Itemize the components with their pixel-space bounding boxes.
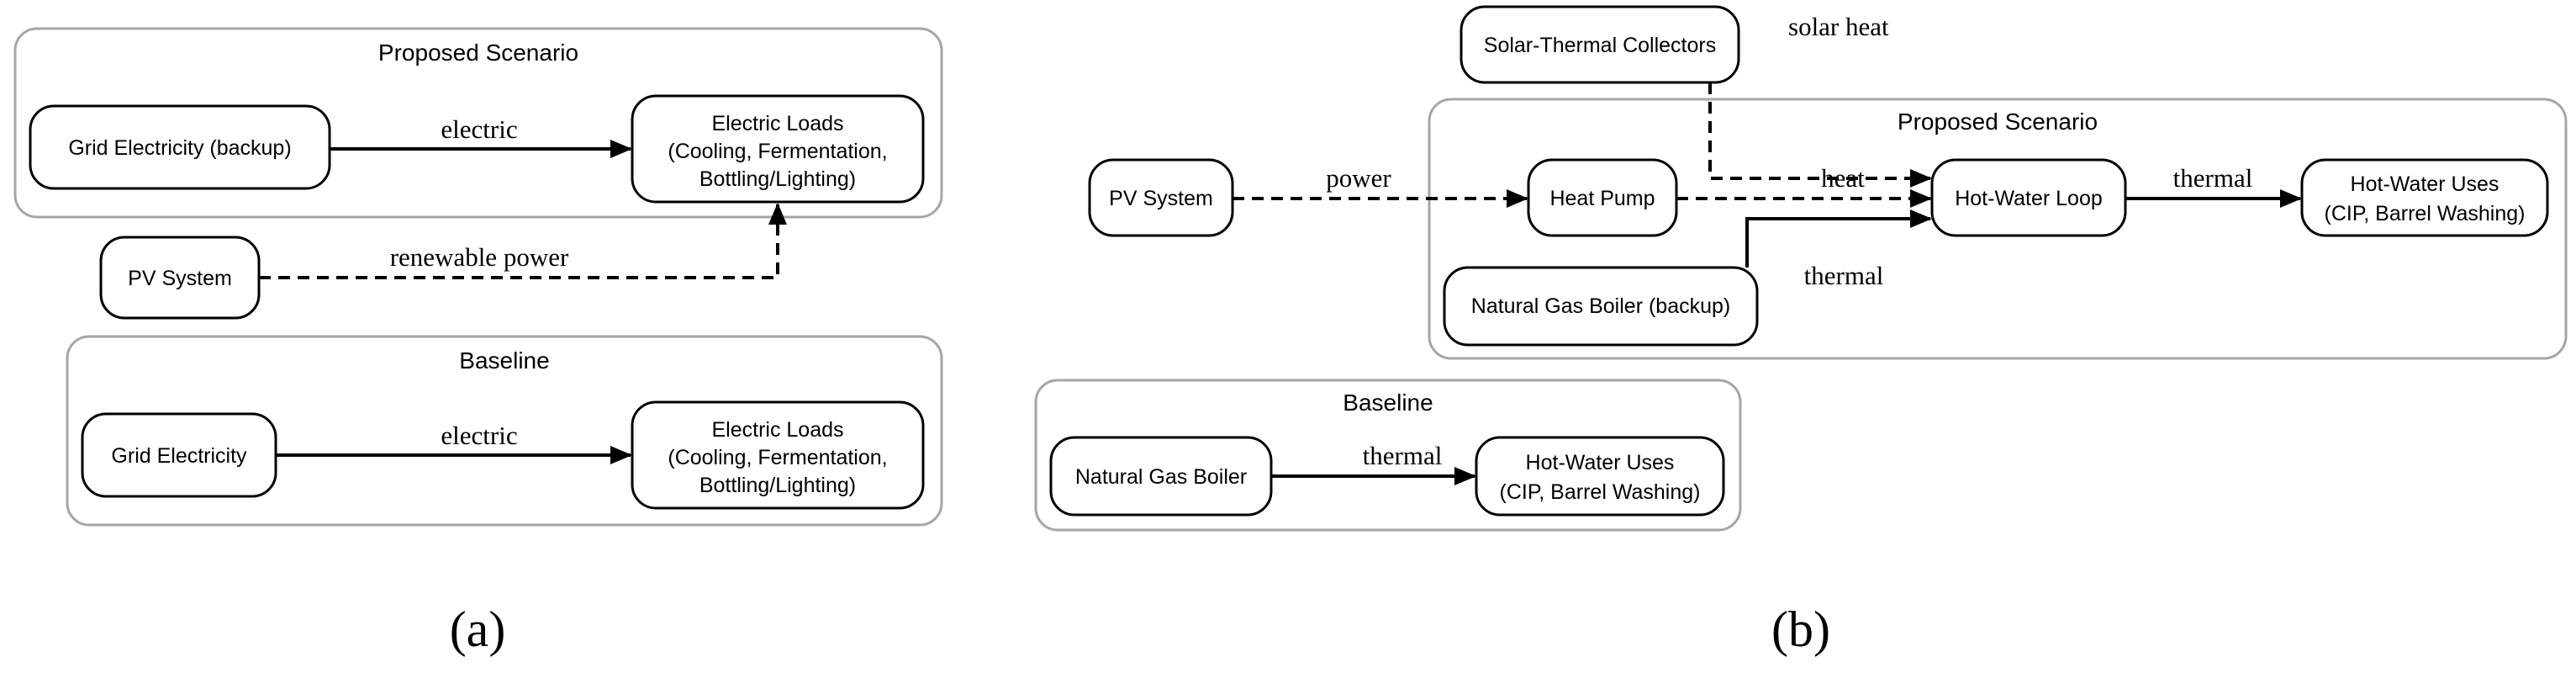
cluster-baseline-b bbox=[1034, 379, 1742, 532]
node-loads-proposed-l2: (Cooling, Fermentation, bbox=[668, 140, 887, 163]
edge-electric-proposed-label: electric bbox=[441, 114, 517, 144]
node-hot-water-uses-proposed-l2: (CIP, Barrel Washing) bbox=[2325, 202, 2526, 225]
edge-renewable-power bbox=[259, 203, 787, 279]
edge-thermal-boiler bbox=[1745, 209, 1932, 268]
node-hot-water-uses-baseline-l1: Hot-Water Uses bbox=[1526, 451, 1675, 474]
cluster-proposed-b bbox=[1428, 98, 2568, 360]
cluster-proposed-a bbox=[13, 27, 943, 219]
node-loads-baseline-l1: Electric Loads bbox=[711, 418, 843, 442]
node-hot-water-loop-label: Hot-Water Loop bbox=[1955, 187, 2103, 210]
edge-heat-label: heat bbox=[1821, 163, 1865, 193]
edge-electric-baseline-label: electric bbox=[441, 421, 517, 450]
node-hot-water-uses-proposed bbox=[2300, 158, 2549, 237]
node-loads-proposed bbox=[631, 94, 925, 204]
edge-power-label: power bbox=[1326, 163, 1391, 193]
edge-thermal-uses-label: thermal bbox=[2173, 163, 2253, 193]
panel-a-label: (a) bbox=[450, 601, 506, 657]
edge-solar-heat-label: solar heat bbox=[1788, 12, 1889, 41]
node-pv-a-label: PV System bbox=[128, 267, 232, 290]
node-pv-b-label: PV System bbox=[1109, 187, 1213, 210]
node-loads-proposed-l3: Bottling/Lighting) bbox=[699, 167, 856, 191]
cluster-baseline-a-title: Baseline bbox=[459, 347, 549, 374]
node-hot-water-uses-baseline-l2: (CIP, Barrel Washing) bbox=[1500, 480, 1701, 504]
node-hot-water-uses-baseline bbox=[1475, 436, 1725, 517]
panel-b: Solar-Thermal Collectors solar heat PV S… bbox=[1034, 5, 2568, 657]
panel-a: Proposed Scenario Grid Electricity (back… bbox=[13, 27, 943, 657]
panel-b-label: (b) bbox=[1771, 601, 1830, 657]
node-solar-collectors-label: Solar-Thermal Collectors bbox=[1484, 34, 1716, 57]
node-loads-baseline-l2: (Cooling, Fermentation, bbox=[668, 446, 887, 469]
cluster-proposed-a-title: Proposed Scenario bbox=[378, 40, 578, 66]
node-grid-baseline-label: Grid Electricity bbox=[111, 444, 247, 468]
cluster-baseline-a bbox=[66, 335, 943, 527]
edge-solar-heat bbox=[1708, 82, 1932, 188]
node-loads-proposed-l1: Electric Loads bbox=[711, 112, 843, 135]
node-loads-baseline-l3: Bottling/Lighting) bbox=[699, 474, 856, 497]
node-solar-collectors bbox=[1460, 5, 1740, 84]
node-loads-baseline bbox=[631, 400, 925, 510]
cluster-proposed-b-title: Proposed Scenario bbox=[1898, 109, 2098, 135]
edge-renewable-power-label: renewable power bbox=[390, 242, 569, 272]
node-gas-boiler-backup bbox=[1443, 266, 1759, 347]
node-hot-water-uses-proposed-l1: Hot-Water Uses bbox=[2351, 172, 2499, 196]
edge-thermal-baseline-label: thermal bbox=[1363, 441, 1443, 470]
node-gas-boiler-baseline-label: Natural Gas Boiler bbox=[1075, 465, 1247, 489]
edge-thermal-boiler-label: thermal bbox=[1804, 261, 1884, 290]
node-gas-boiler-backup-label: Natural Gas Boiler (backup) bbox=[1471, 294, 1730, 318]
cluster-baseline-b-title: Baseline bbox=[1343, 389, 1433, 416]
node-grid-backup-label: Grid Electricity (backup) bbox=[68, 136, 291, 160]
node-heat-pump-label: Heat Pump bbox=[1549, 187, 1655, 210]
